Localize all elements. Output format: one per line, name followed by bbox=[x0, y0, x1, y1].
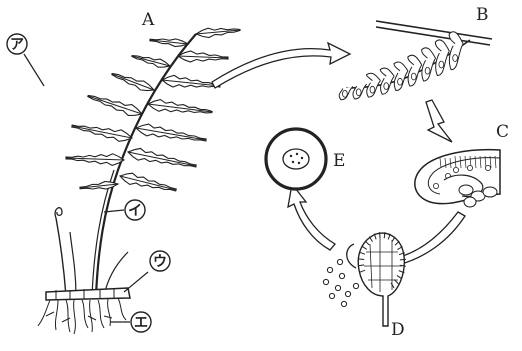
label-a: A bbox=[141, 10, 155, 30]
marker-u: ウ bbox=[153, 254, 167, 270]
arrow-b-to-c bbox=[426, 100, 452, 142]
annulus-cell bbox=[400, 259, 406, 260]
arrow-a-to-b bbox=[212, 43, 350, 88]
marker-e-group: エ bbox=[110, 312, 151, 332]
pinna bbox=[196, 28, 240, 37]
leader-line-u bbox=[124, 272, 148, 292]
sorus bbox=[425, 67, 430, 74]
spore-body bbox=[283, 149, 309, 169]
sorus bbox=[453, 55, 458, 62]
sorus bbox=[370, 86, 375, 93]
pinna bbox=[150, 39, 188, 47]
leaf-stalk-2 bbox=[70, 232, 76, 296]
pinna-lobe bbox=[394, 62, 408, 71]
sporangium-capsule bbox=[358, 233, 404, 326]
marker-u-group: ウ bbox=[124, 251, 170, 292]
rhizome bbox=[46, 288, 130, 300]
pinna-lobe bbox=[422, 48, 436, 58]
fern-pinnae bbox=[66, 28, 240, 191]
sorus bbox=[384, 83, 389, 90]
cell bbox=[433, 183, 438, 188]
young-frond-stalk bbox=[56, 218, 66, 296]
leader-line-a bbox=[24, 54, 44, 86]
marker-i-group: イ bbox=[104, 200, 145, 220]
marker-e: エ bbox=[134, 315, 148, 331]
annulus-cell bbox=[358, 259, 364, 260]
marker-a-group: ア bbox=[7, 34, 44, 86]
pinna-midrib bbox=[88, 96, 142, 114]
sorus bbox=[398, 78, 403, 85]
marker-a: ア bbox=[10, 37, 24, 53]
pinna-lobe bbox=[366, 73, 380, 80]
marker-i: イ bbox=[128, 203, 142, 219]
annulus-cell bbox=[384, 232, 385, 238]
label-c: C bbox=[496, 122, 509, 142]
roots bbox=[38, 298, 126, 334]
pinna-midrib bbox=[112, 74, 154, 90]
cell bbox=[453, 167, 458, 172]
sorus-section-c bbox=[415, 150, 500, 207]
arrow-d-to-e bbox=[288, 184, 335, 250]
pinna-lobe bbox=[408, 55, 422, 65]
sorus bbox=[439, 61, 444, 68]
pinna-lobes bbox=[339, 32, 463, 100]
pinna-lobe bbox=[380, 68, 394, 76]
sorus bbox=[356, 89, 361, 96]
label-d: D bbox=[391, 320, 405, 340]
sporangium-lip bbox=[347, 244, 356, 268]
label-e: E bbox=[333, 151, 345, 171]
cell bbox=[467, 165, 472, 170]
sporangium-d bbox=[323, 232, 406, 326]
pinna-detail-b bbox=[339, 21, 492, 100]
label-b: B bbox=[476, 5, 489, 25]
fiddlehead bbox=[55, 208, 62, 218]
sorus bbox=[342, 90, 347, 97]
cell bbox=[485, 165, 490, 170]
pinna-lobe bbox=[435, 40, 449, 51]
fern-plant-a bbox=[38, 28, 240, 334]
sorus bbox=[411, 73, 416, 80]
spore-e bbox=[266, 129, 326, 189]
annulus-cell bbox=[380, 232, 381, 238]
